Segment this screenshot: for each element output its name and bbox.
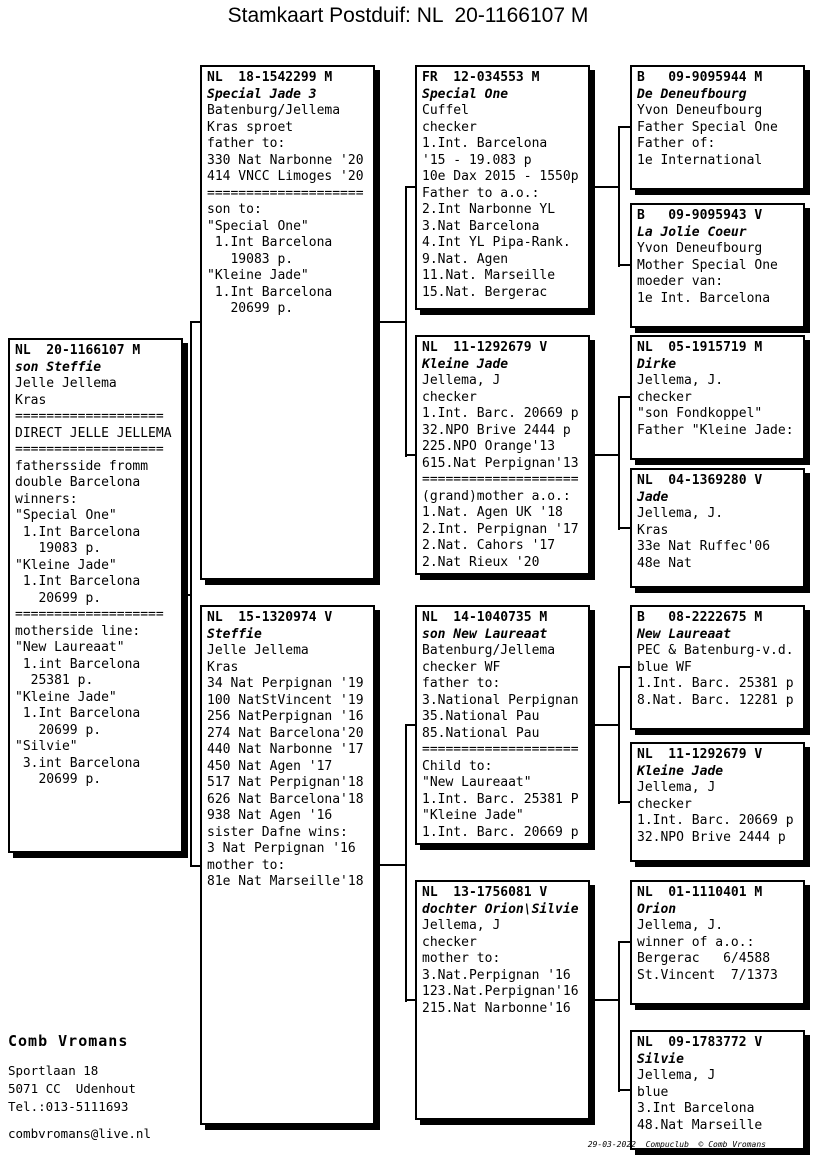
pigeon-details: Jellema, J.winner of a.o.:Bergerac 6/458…	[637, 918, 778, 983]
ring-number: NL 14-1040735 M	[422, 610, 548, 625]
connector-line	[405, 186, 417, 188]
connector-line	[618, 126, 620, 267]
connector-line	[618, 396, 632, 398]
ring-number: NL 15-1320974 V	[207, 610, 333, 625]
connector-line	[405, 454, 417, 456]
connector-line	[375, 321, 407, 323]
pigeon-name: De Deneufbourg	[637, 86, 747, 102]
pedigree-box-ggp-2: B 09-9095943 V La Jolie Coeur Yvon Deneu…	[630, 203, 805, 328]
pedigree-box-father: NL 18-1542299 M Special Jade 3 Batenburg…	[200, 65, 375, 580]
connector-line	[590, 454, 620, 456]
pigeon-name: Orion	[637, 901, 677, 917]
pigeon-name: son New Laureaat	[422, 626, 548, 642]
pigeon-name: son Steffie	[15, 359, 102, 375]
connector-line	[618, 666, 632, 668]
ring-number: NL 11-1292679 V	[422, 340, 548, 355]
ring-number: NL 01-1110401 M	[637, 885, 763, 900]
connector-line	[618, 527, 632, 529]
ring-number: FR 12-034553 M	[422, 70, 540, 85]
connector-line	[618, 941, 632, 943]
connector-line	[618, 941, 620, 1092]
pigeon-name: Kleine Jade	[422, 356, 509, 372]
connector-line	[405, 724, 417, 726]
owner-email: combvromans@live.nl	[8, 1126, 151, 1141]
pigeon-name: Special One	[422, 86, 509, 102]
ring-number: NL 04-1369280 V	[637, 473, 763, 488]
pigeon-name: Kleine Jade	[637, 763, 724, 779]
pedigree-box-ggp-1: B 09-9095944 M De Deneufbourg Yvon Deneu…	[630, 65, 805, 190]
print-credit: 29-03-2022 Compuclub © Comb Vromans	[587, 1140, 766, 1149]
connector-line	[618, 666, 620, 804]
ring-number: NL 13-1756081 V	[422, 885, 548, 900]
pigeon-name: Special Jade 3	[207, 86, 317, 102]
ring-number: B 09-9095944 M	[637, 70, 763, 85]
connector-line	[590, 999, 620, 1001]
connector-line	[405, 186, 407, 457]
ring-number: NL 05-1915719 M	[637, 340, 763, 355]
pigeon-name: dochter Orion\Silvie	[422, 901, 579, 917]
pedigree-box-subject: NL 20-1166107 M son Steffie Jelle Jellem…	[8, 338, 183, 853]
pigeon-name: Steffie	[207, 626, 262, 642]
pedigree-box-ggp-5: B 08-2222675 M New Laureaat PEC & Batenb…	[630, 605, 805, 730]
connector-line	[618, 1089, 632, 1091]
ring-number: NL 18-1542299 M	[207, 70, 333, 85]
pedigree-box-ggp-7: NL 01-1110401 M Orion Jellema, J.winner …	[630, 880, 805, 1005]
connector-line	[618, 801, 632, 803]
pedigree-box-grandfather-maternal: NL 14-1040735 M son New Laureaat Batenbu…	[415, 605, 590, 845]
pigeon-name: New Laureaat	[637, 626, 731, 642]
ring-number: NL 20-1166107 M	[15, 343, 141, 358]
page-title: Stamkaart Postduif: NL 20-1166107 M	[227, 4, 589, 27]
pigeon-name: La Jolie Coeur	[637, 224, 747, 240]
connector-line	[405, 999, 417, 1001]
pigeon-name: Dirke	[637, 356, 677, 372]
connector-line	[590, 186, 620, 188]
ring-number: B 08-2222675 M	[637, 610, 763, 625]
connector-line	[618, 264, 632, 266]
pedigree-box-grandmother-maternal: NL 13-1756081 V dochter Orion\Silvie Jel…	[415, 880, 590, 1120]
pigeon-name: Jade	[637, 489, 669, 505]
owner-name: Comb Vromans	[8, 1032, 129, 1050]
ring-number: NL 09-1783772 V	[637, 1035, 763, 1050]
ring-number: NL 11-1292679 V	[637, 747, 763, 762]
connector-line	[618, 396, 620, 530]
pigeon-details: Jellema, J.checker"son Fondkoppel"Father…	[637, 373, 794, 438]
connector-line	[590, 724, 620, 726]
connector-line	[405, 724, 407, 1002]
connector-line	[375, 864, 407, 866]
connector-line	[190, 321, 202, 323]
connector-line	[190, 865, 202, 867]
ring-number: B 09-9095943 V	[637, 208, 763, 223]
pigeon-name: Silvie	[637, 1051, 684, 1067]
connector-line	[618, 126, 632, 128]
connector-line	[181, 594, 192, 596]
connector-line	[190, 321, 192, 867]
pedigree-box-ggp-3: NL 05-1915719 M Dirke Jellema, J.checker…	[630, 335, 805, 460]
